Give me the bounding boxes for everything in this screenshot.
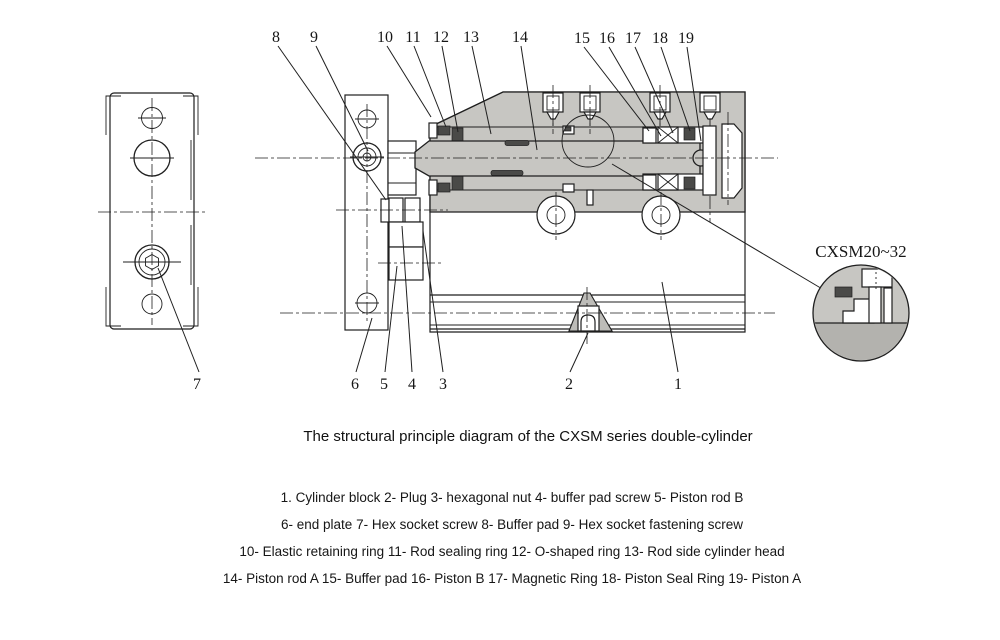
leader-10	[386, 45, 432, 118]
callout-numbers: 8 9 10 11 12 13 14 15 16 17 18 19 7 6 5 …	[193, 29, 694, 393]
leader-19	[686, 46, 702, 142]
callout-16: 16	[599, 30, 615, 47]
legend-line-1: 1. Cylinder block 2- Plug 3- hexagonal n…	[280, 490, 744, 505]
callout-15: 15	[574, 30, 590, 47]
rod-sealing-ring	[437, 125, 451, 136]
plug-head	[580, 314, 596, 332]
piston-assembly-top	[642, 126, 704, 144]
callout-8: 8	[272, 29, 280, 46]
leader-6	[355, 317, 373, 373]
callout-2: 2	[565, 376, 573, 393]
leader-17	[634, 46, 674, 134]
callout-14: 14	[512, 29, 528, 46]
left-side-view	[98, 92, 207, 330]
technical-drawing: CXSM20~32 8 9 10 11 12 13 14 15 16 17 18	[98, 29, 910, 393]
rod-seal-group	[428, 122, 575, 196]
leader-4	[401, 225, 413, 373]
top-plug-screws	[542, 85, 721, 134]
leader-lines	[157, 45, 702, 373]
legend-line-4: 14- Piston rod A 15- Buffer pad 16- Pist…	[222, 571, 802, 586]
plug-screw	[579, 85, 601, 134]
elastic-retaining-ring	[428, 122, 438, 139]
callout-1: 1	[674, 376, 682, 393]
legend-line-3: 10- Elastic retaining ring 11- Rod seali…	[239, 544, 785, 559]
callout-3: 3	[439, 376, 447, 393]
legend-line-2: 6- end plate 7- Hex socket screw 8- Buff…	[281, 517, 743, 532]
rod-b-nut-assembly	[380, 197, 424, 281]
piston-rod-a	[414, 140, 710, 177]
bottom-plug	[568, 287, 613, 346]
detail-leader-line	[611, 163, 825, 291]
leader-8	[277, 45, 387, 201]
callout-7: 7	[193, 376, 201, 393]
rod-bearing-mark	[504, 140, 530, 146]
leader-2	[569, 332, 589, 373]
leader-3	[422, 230, 444, 373]
plug-screw	[699, 92, 721, 126]
callout-9: 9	[310, 29, 318, 46]
buffer-pad	[380, 198, 390, 223]
detail-label: CXSM20~32	[815, 242, 906, 261]
callout-5: 5	[380, 376, 388, 393]
plug-screw	[542, 85, 564, 134]
rod-collar	[387, 140, 417, 196]
detail-view: CXSM20~32	[611, 163, 910, 362]
leader-7	[157, 267, 200, 373]
callout-19: 19	[678, 30, 694, 47]
air-ports	[536, 189, 681, 240]
callout-13: 13	[463, 29, 479, 46]
leader-1	[661, 281, 679, 373]
centerlines	[255, 157, 778, 314]
piston-buffer-pad	[642, 127, 657, 144]
callout-4: 4	[408, 376, 416, 393]
leader-12	[441, 45, 459, 133]
piston-rod-b-end	[388, 246, 424, 281]
leader-16	[608, 46, 662, 137]
callout-11: 11	[405, 29, 420, 46]
callout-10: 10	[377, 29, 393, 46]
leader-14	[520, 45, 538, 151]
callout-18: 18	[652, 30, 668, 47]
rod-bearing-mark	[490, 170, 524, 176]
magnetic-ring-symbol	[657, 173, 679, 191]
leader-9	[315, 45, 369, 152]
leader-11	[413, 45, 447, 128]
callout-12: 12	[433, 29, 449, 46]
end-cap-channels	[702, 112, 743, 222]
callout-17: 17	[625, 30, 641, 47]
piston-seal-ring	[683, 127, 696, 141]
leader-18	[660, 46, 691, 132]
magnetic-ring-symbol	[657, 126, 679, 144]
leader-5	[384, 265, 398, 373]
leader-13	[471, 45, 492, 135]
detail-indicator-circle	[561, 114, 615, 168]
parts-legend: 1. Cylinder block 2- Plug 3- hexagonal n…	[24, 484, 1000, 592]
figure-caption: The structural principle diagram of the …	[303, 428, 753, 445]
callout-6: 6	[351, 376, 359, 393]
leader-15	[583, 46, 650, 132]
